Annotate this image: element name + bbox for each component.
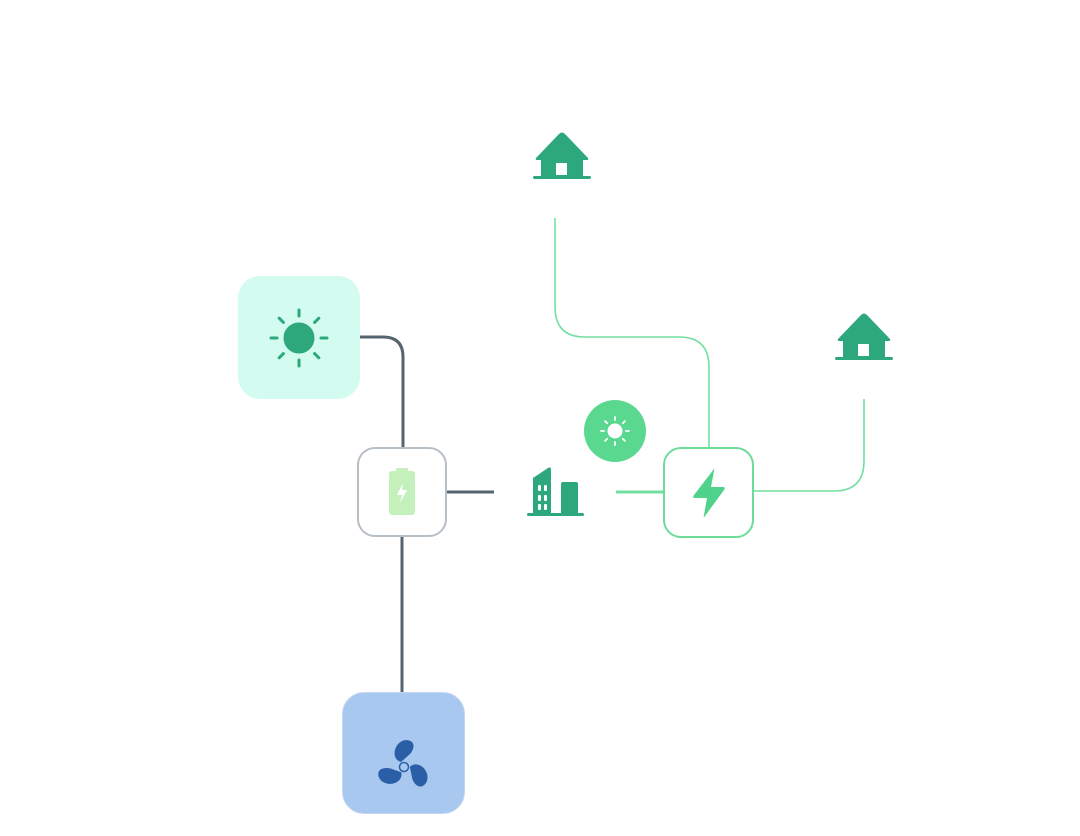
lightning-bolt-icon xyxy=(692,467,725,517)
sun-icon xyxy=(269,308,329,367)
house-icon xyxy=(533,132,591,179)
battery-box[interactable] xyxy=(357,447,447,537)
house-icon xyxy=(835,313,893,360)
solar-tile[interactable] xyxy=(238,276,360,399)
building xyxy=(524,462,586,518)
bolt-box[interactable] xyxy=(663,447,754,538)
sun-icon xyxy=(600,416,630,446)
edge-bolt-to-house-top xyxy=(554,218,710,447)
fan-tile[interactable] xyxy=(342,692,465,814)
edge-solar-to-battery xyxy=(360,335,405,447)
house-top xyxy=(531,130,593,182)
sun-badge[interactable] xyxy=(584,400,646,462)
building-icon xyxy=(527,467,584,516)
house-right xyxy=(833,311,895,363)
edge-bolt-to-house-right xyxy=(754,399,865,492)
fan-icon xyxy=(377,740,427,787)
battery-charging-icon xyxy=(389,468,415,515)
